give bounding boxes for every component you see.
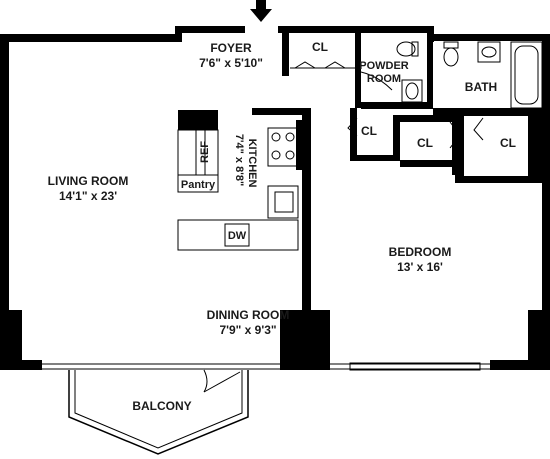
kitchen-dims: 7'4" x 8'8": [233, 134, 245, 186]
pantry-label: Pantry: [181, 179, 216, 191]
powder-room-name-1: POWDER: [359, 60, 409, 72]
windows: [42, 362, 490, 371]
living-room-dims: 14'1" x 23': [59, 189, 117, 203]
powder-room: [360, 30, 433, 109]
living-room-name: LIVING ROOM: [48, 174, 129, 188]
foyer-name: FOYER: [210, 41, 252, 55]
bedroom-name: BEDROOM: [389, 245, 452, 259]
bath-name: BATH: [465, 80, 497, 94]
balcony-name: BALCONY: [132, 399, 191, 413]
dining-room-dims: 7'9" x 9'3": [219, 323, 276, 337]
bedroom-dims: 13' x 16': [397, 260, 443, 274]
kitchen-name: KITCHEN: [246, 139, 258, 188]
bedroom-closet-label: CL: [500, 136, 516, 150]
foyer-closet: [282, 26, 361, 108]
balcony: [68, 369, 249, 455]
bath-room: [433, 41, 550, 116]
outer-walls: [0, 26, 550, 370]
hall-closet-mid-label: CL: [417, 136, 433, 150]
interior-walls: [252, 108, 330, 320]
powder-room-name-2: ROOM: [367, 73, 401, 85]
ref-label: REF: [199, 141, 211, 163]
foyer-dims: 7'6" x 5'10": [199, 56, 263, 70]
hall-closet-left-label: CL: [361, 124, 377, 138]
foyer-closet-label: CL: [312, 40, 328, 54]
kitchen: [177, 110, 299, 251]
dining-room-name: DINING ROOM: [207, 308, 290, 322]
dw-label: DW: [228, 230, 247, 242]
entry-arrow-icon: [250, 0, 272, 22]
labels: FOYER 7'6" x 5'10" CL POWDER ROOM BATH C…: [48, 40, 516, 413]
hall-closets: [347, 108, 542, 183]
